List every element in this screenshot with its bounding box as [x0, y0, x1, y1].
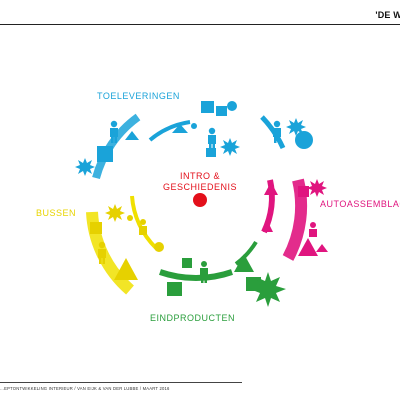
triangle-shape: [125, 131, 139, 140]
person-icon: [273, 120, 281, 143]
eindproducten-group: [159, 240, 286, 307]
square-shape: [216, 106, 227, 116]
square-shape: [97, 146, 113, 162]
page-title: 'DE W: [375, 10, 400, 20]
center-dot: [193, 193, 207, 207]
square-shape: [298, 186, 309, 197]
star-burst-icon: [105, 204, 125, 222]
label-autoassemblage: AUTOASSEMBLAG: [320, 199, 400, 209]
person-icon: [208, 127, 216, 150]
star-burst-icon: [250, 272, 286, 307]
triangle-shape: [263, 222, 273, 232]
label-eindproducten: EINDPRODUCTEN: [150, 313, 236, 323]
label-intro-geschiedenis: INTRO & GESCHIEDENIS: [155, 171, 245, 193]
blue-dot: [191, 123, 197, 129]
square-shape: [182, 258, 192, 268]
eindproducten-inner-arc: [234, 240, 258, 266]
triangle-shape: [264, 182, 278, 195]
bussen-group: [86, 195, 164, 295]
person-icon: [200, 261, 208, 283]
intro-line-1: INTRO &: [179, 171, 220, 181]
eindproducten-outer-arc: [159, 269, 233, 281]
toeleveringen-group: [75, 101, 313, 180]
intro-line-2: GESCHIEDENIS: [162, 182, 237, 192]
autoassemblage-group: [261, 178, 328, 261]
square-shape: [90, 222, 102, 234]
square-shape: [206, 148, 216, 157]
label-toeleveringen: TOELEVERINGEN: [97, 91, 180, 101]
star-burst-icon: [220, 138, 240, 156]
triangle-shape: [234, 254, 254, 272]
circle-shape: [227, 101, 237, 111]
square-shape: [167, 282, 182, 296]
bussen-inner-arc: [130, 195, 158, 250]
footer-text: ...EPTONTWIKKELING INTERIEUR / VAN EIJK …: [0, 386, 170, 391]
person-icon: [309, 222, 317, 237]
footer-rule: [0, 382, 242, 383]
star-burst-icon: [75, 158, 95, 176]
label-bussen: BUSSEN: [36, 208, 77, 218]
header-rule: [0, 24, 400, 25]
triangle-shape: [316, 244, 328, 252]
star-burst-icon: [286, 118, 306, 136]
triangle-shape: [114, 258, 138, 280]
triangle-shape: [298, 238, 318, 256]
circle-shape: [127, 215, 133, 221]
person-icon: [110, 120, 118, 143]
square-shape: [201, 101, 214, 113]
triangle-shape: [172, 124, 188, 133]
circle-shape: [154, 242, 164, 252]
toeleveringen-outer-arc: [92, 113, 141, 180]
person-icon: [139, 219, 147, 235]
star-burst-icon: [307, 179, 327, 197]
toeleveringen-inner-arc: [148, 120, 191, 142]
circle-shape: [295, 131, 313, 149]
person-icon: [98, 241, 106, 264]
